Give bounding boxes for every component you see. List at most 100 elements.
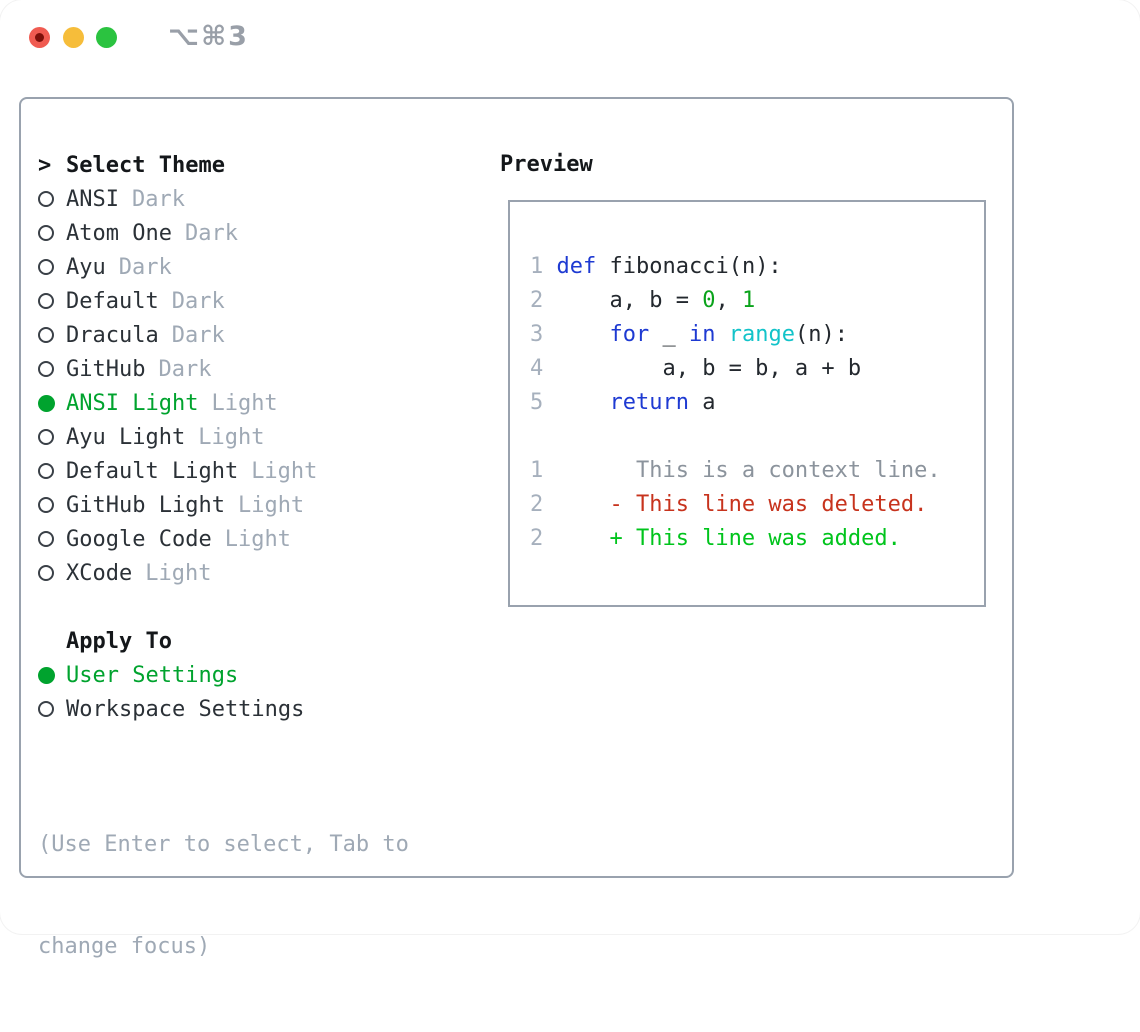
- theme-name: Ayu Light: [66, 424, 186, 450]
- code-token: (n):: [794, 322, 848, 347]
- line-number: 3: [530, 322, 557, 347]
- code-token: fibonacci(n):: [596, 254, 782, 279]
- radio-icon: [38, 293, 66, 309]
- code-token: [557, 322, 610, 347]
- radio-unselected-icon: [38, 259, 54, 275]
- theme-variant: Light: [211, 390, 278, 416]
- theme-variant: Light: [237, 492, 305, 518]
- radio-icon: [38, 429, 66, 445]
- theme-option[interactable]: Ayu Light Light: [38, 420, 317, 454]
- preview-blank-line: [530, 216, 984, 250]
- apply-to-header: Apply To: [38, 624, 304, 658]
- code-token: def: [556, 254, 597, 279]
- radio-selected-icon: [38, 394, 55, 412]
- theme-option[interactable]: GitHub Dark: [38, 352, 317, 386]
- diff-line: 2 - This line was deleted.: [530, 488, 984, 522]
- diff-line: 1 This is a context line.: [530, 454, 984, 488]
- diff-text: + This line was added.: [543, 526, 901, 551]
- line-number: 4: [530, 356, 557, 381]
- diff-block: 1 This is a context line.2 - This line w…: [530, 454, 984, 556]
- code-line: 2 a, b = 0, 1: [530, 284, 984, 318]
- line-number: 5: [530, 390, 557, 415]
- zoom-button-icon[interactable]: [96, 27, 117, 48]
- radio-unselected-icon: [38, 497, 54, 513]
- radio-unselected-icon: [38, 327, 54, 343]
- code-token: [715, 322, 728, 347]
- code-token: ,: [715, 288, 742, 313]
- theme-variant: Dark: [171, 322, 225, 348]
- radio-icon: [38, 701, 66, 717]
- radio-unselected-icon: [38, 429, 54, 445]
- theme-option[interactable]: ANSI Light Light: [38, 386, 317, 420]
- theme-variant: Light: [145, 560, 212, 586]
- close-button-icon[interactable]: [29, 27, 50, 48]
- apply-to-option[interactable]: User Settings: [38, 658, 304, 692]
- theme-option[interactable]: XCode Light: [38, 556, 317, 590]
- help-text: (Use Enter to select, Tab to change focu…: [38, 760, 409, 1032]
- theme-list-title: Select Theme: [66, 152, 225, 178]
- radio-unselected-icon: [38, 531, 54, 547]
- line-number: 1: [530, 254, 557, 279]
- preview-blank-line: [530, 420, 984, 454]
- code-token: [557, 390, 610, 415]
- apply-to-option[interactable]: Workspace Settings: [38, 692, 304, 726]
- theme-name: XCode: [66, 560, 133, 586]
- code-token: range: [728, 322, 795, 347]
- apply-to-title: Apply To: [66, 628, 172, 654]
- code-token: _: [649, 322, 689, 347]
- code-token: a: [688, 390, 716, 415]
- theme-name: Default Light: [66, 458, 239, 484]
- theme-variant: Dark: [184, 220, 238, 246]
- radio-icon: [38, 225, 66, 241]
- radio-icon: [38, 463, 66, 479]
- theme-list-header: > Select Theme: [38, 148, 317, 182]
- minimize-button-icon[interactable]: [63, 27, 84, 48]
- theme-name: Dracula: [66, 322, 159, 348]
- radio-icon: [38, 497, 66, 513]
- radio-unselected-icon: [38, 565, 54, 581]
- theme-name: GitHub: [66, 356, 146, 382]
- code-token: 1: [741, 288, 756, 313]
- code-token: 0: [702, 288, 716, 313]
- radio-unselected-icon: [38, 191, 54, 207]
- preview-title: Preview: [500, 152, 593, 177]
- theme-option[interactable]: ANSI Dark: [38, 182, 317, 216]
- radio-icon: [38, 565, 66, 581]
- theme-variant: Dark: [131, 186, 185, 212]
- radio-unselected-icon: [38, 463, 54, 479]
- code-token: return: [609, 390, 689, 415]
- code-token: in: [688, 322, 716, 347]
- code-line: 5 return a: [530, 386, 984, 420]
- code-line: 3 for _ in range(n):: [530, 318, 984, 352]
- code-token: for: [609, 322, 650, 347]
- theme-name: ANSI: [66, 186, 119, 212]
- help-line-2: change focus): [38, 934, 211, 959]
- titlebar: ⌥⌘3: [0, 0, 1140, 72]
- radio-unselected-icon: [38, 293, 54, 309]
- code-token: a, b = b, a + b: [556, 356, 862, 381]
- line-number: 2: [530, 492, 544, 517]
- theme-name: ANSI Light: [66, 390, 199, 416]
- radio-icon: [38, 191, 66, 207]
- radio-selected-icon: [38, 666, 55, 684]
- line-number: 2: [530, 526, 544, 551]
- theme-variant: Dark: [171, 288, 225, 314]
- window-title: ⌥⌘3: [168, 21, 249, 52]
- code-token: a, b =: [556, 288, 703, 313]
- theme-option[interactable]: Dracula Dark: [38, 318, 317, 352]
- theme-variant: Light: [198, 424, 265, 450]
- radio-unselected-icon: [38, 701, 54, 717]
- diff-text: This is a context line.: [543, 458, 941, 483]
- radio-icon: [38, 361, 66, 377]
- theme-variant: Light: [224, 526, 291, 552]
- theme-variant: Dark: [158, 356, 212, 382]
